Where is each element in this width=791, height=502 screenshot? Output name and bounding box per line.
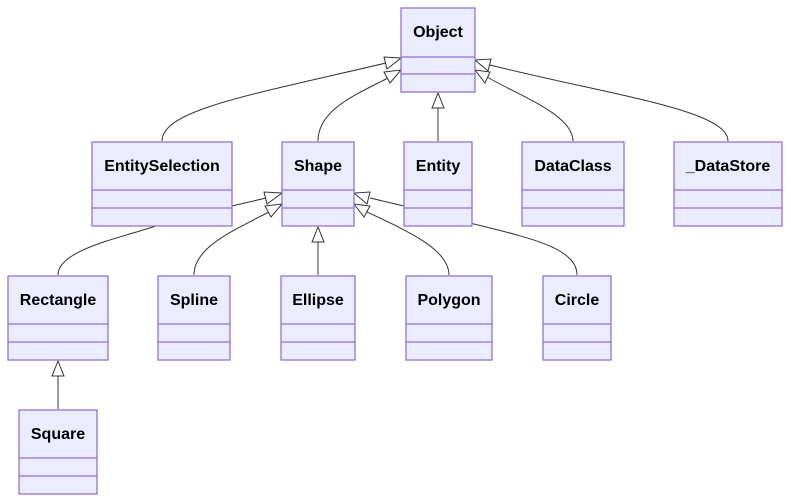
- class-circle-name: Circle: [555, 292, 600, 309]
- edge-circle-to-shape: [352, 191, 578, 276]
- class-shape: Shape: [281, 141, 355, 227]
- edge-entityselection-to-object: [161, 56, 403, 142]
- class-datastore: _DataStore: [673, 141, 783, 227]
- class-rectangle-name: Rectangle: [20, 292, 97, 309]
- class-polygon: Polygon: [405, 275, 493, 361]
- edge-datastore-to-object: [473, 58, 729, 142]
- class-entity-name: Entity: [416, 158, 461, 175]
- edge-ellipse-to-shape: [311, 225, 325, 275]
- class-datastore-name: _DataStore: [685, 158, 771, 175]
- class-entity: Entity: [403, 141, 473, 227]
- class-entityselection: EntitySelection: [91, 141, 233, 227]
- class-shape-name: Shape: [294, 158, 342, 175]
- class-square-name: Square: [31, 426, 85, 443]
- class-object: Object: [400, 7, 476, 93]
- class-spline-name: Spline: [170, 292, 218, 309]
- class-polygon-name: Polygon: [417, 292, 480, 309]
- class-spline: Spline: [157, 275, 231, 361]
- class-square: Square: [18, 409, 98, 495]
- class-dataclass: DataClass: [521, 141, 625, 227]
- class-object-name: Object: [413, 24, 463, 41]
- class-dataclass-name: DataClass: [534, 158, 611, 175]
- edge-dataclass-to-object: [473, 69, 574, 142]
- class-entityselection-name: EntitySelection: [104, 158, 220, 175]
- class-ellipse: Ellipse: [280, 275, 356, 361]
- class-rectangle: Rectangle: [7, 275, 109, 361]
- edge-entity-to-object: [431, 91, 445, 141]
- edge-spline-to-shape: [193, 203, 284, 276]
- edge-shape-to-object: [317, 69, 403, 142]
- edge-square-to-rectangle: [51, 359, 65, 409]
- class-circle: Circle: [542, 275, 612, 361]
- class-ellipse-name: Ellipse: [292, 292, 344, 309]
- edge-polygon-to-shape: [352, 203, 450, 276]
